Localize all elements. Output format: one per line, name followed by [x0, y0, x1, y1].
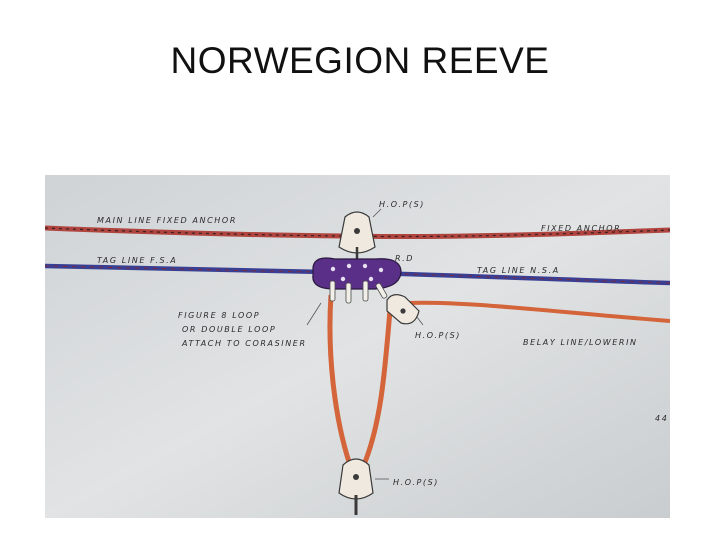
label-main-line: MAIN LINE FIXED ANCHOR	[97, 216, 237, 225]
pulley-bottom	[338, 458, 374, 515]
belay-line	[327, 294, 670, 468]
pulley-right	[386, 294, 420, 325]
label-tag-line-left: TAG LINE F.S.A	[97, 256, 177, 265]
label-figure8-line1: FIGURE 8 LOOP	[178, 311, 260, 320]
rigging-plate	[312, 257, 402, 304]
label-edge-mark: 44	[655, 414, 668, 423]
reeve-diagram: MAIN LINE FIXED ANCHOR FIXED ANCHOR. H.O…	[45, 175, 670, 518]
label-hop-top: H.O.P(S)	[379, 200, 425, 209]
slide-title: NORWEGION REEVE	[170, 40, 550, 81]
diagram-photo: MAIN LINE FIXED ANCHOR FIXED ANCHOR. H.O…	[45, 175, 670, 518]
label-fixed-anchor: FIXED ANCHOR.	[541, 224, 625, 233]
pointer-lines	[306, 208, 424, 480]
label-figure8-line3: ATTACH TO CORASINER	[181, 339, 307, 348]
label-hop-bottom: H.O.P(S)	[393, 478, 439, 487]
label-belay-line: BELAY LINE/LOWERIN	[523, 338, 638, 347]
label-tag-line-right: TAG LINE N.S.A	[477, 266, 560, 275]
label-hop-right: H.O.P(S)	[415, 331, 461, 340]
label-figure8-line2: OR DOUBLE LOOP	[182, 325, 276, 334]
label-rd: R.D	[395, 254, 414, 263]
